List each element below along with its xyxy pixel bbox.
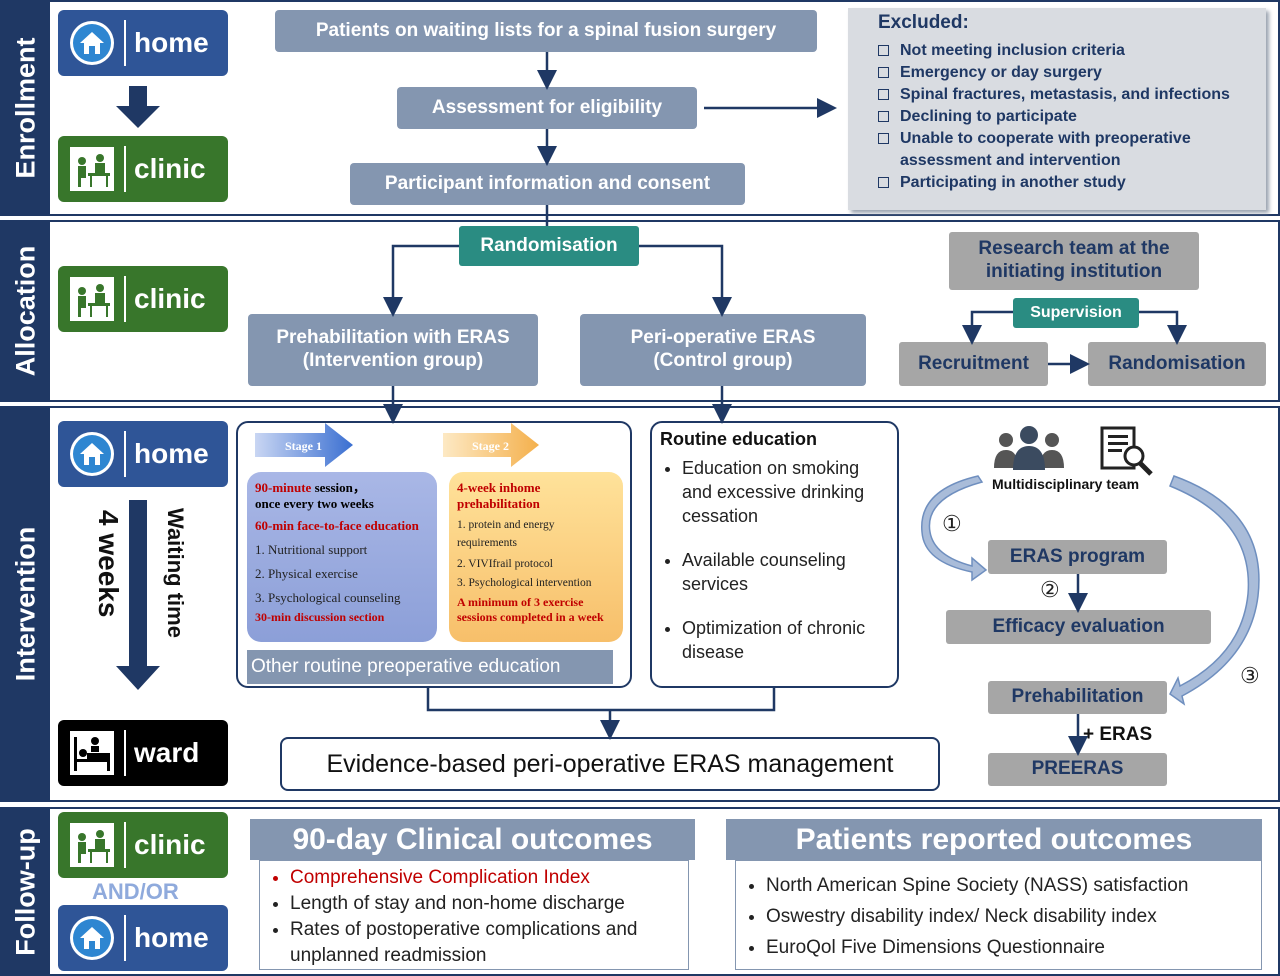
- s1-subtitle: 60-min face-to-face education: [255, 518, 419, 533]
- document-search-icon: [1100, 426, 1153, 476]
- routine-education-panel: Routine education Education on smoking a…: [650, 421, 899, 688]
- hospital-bed-icon: [70, 731, 114, 775]
- s1-footer: 30-min discussion section: [255, 610, 385, 624]
- s1-item: 1. Nutritional support: [255, 542, 368, 557]
- assessment-box: Assessment for eligibility: [397, 87, 697, 129]
- followup-label-bar: Follow-up: [2, 809, 50, 974]
- clinical-item: Length of stay and non-home discharge: [290, 891, 688, 917]
- clinical-item: Rates of postoperative complications and…: [290, 917, 688, 969]
- waiting-time-label: Waiting time: [163, 508, 188, 638]
- s1-item: 2. Physical exercise: [255, 566, 358, 581]
- house-icon: [70, 916, 114, 960]
- arrow-right-icon: [255, 423, 353, 467]
- clinic-text: clinic: [134, 283, 206, 314]
- home-text: home: [134, 27, 209, 58]
- intervention-label-bar: Intervention: [2, 408, 50, 800]
- step1-marker: ①: [942, 511, 962, 536]
- ward-text: ward: [134, 737, 200, 768]
- house-icon: [70, 21, 114, 65]
- clinic-text: clinic: [134, 829, 206, 860]
- excluded-item: Emergency or day surgery: [878, 62, 1254, 84]
- excluded-item: Participating in another study: [878, 172, 1254, 194]
- s1-duration: 90-minute: [255, 480, 312, 495]
- step3-marker: ③: [1240, 663, 1260, 688]
- stage1-label: Stage 1: [285, 439, 322, 453]
- excluded-item: Not meeting inclusion criteria: [878, 40, 1254, 62]
- patient-item: North American Spine Society (NASS) sati…: [766, 873, 1261, 899]
- routine-item: Education on smoking and excessive drink…: [682, 456, 889, 528]
- stage2-label: Stage 2: [472, 439, 509, 453]
- waiting-time-arrow: [116, 500, 160, 690]
- home-text: home: [134, 438, 209, 469]
- s2-footer: A minimum of 3 exercise sessions complet…: [457, 595, 604, 624]
- patients-waiting-box: Patients on waiting lists for a spinal f…: [275, 10, 817, 52]
- routine-item: Optimization of chronic disease: [682, 616, 889, 664]
- randomisation2-box: Randomisation: [1088, 342, 1266, 386]
- recruitment-box: Recruitment: [899, 342, 1048, 386]
- enrollment-label-bar: Enrollment: [2, 2, 50, 214]
- patient-outcomes-box: North American Spine Society (NASS) sati…: [735, 860, 1262, 970]
- home-badge-intervention: home: [58, 421, 228, 487]
- clinical-outcomes-box: Comprehensive Complication Index Length …: [259, 860, 689, 970]
- clinical-item: Comprehensive Complication Index: [290, 865, 688, 891]
- prehab-box: Prehabilitation: [988, 681, 1167, 714]
- s1-session: session，: [311, 480, 366, 495]
- s1-item: 3. Psychological counseling: [255, 590, 401, 605]
- randomisation-box: Randomisation: [459, 226, 639, 266]
- excluded-item: Spinal fractures, metastasis, and infect…: [878, 84, 1254, 106]
- plus-eras-label: + ERAS: [1083, 724, 1153, 745]
- clinical-outcomes-header: 90-day Clinical outcomes: [250, 819, 695, 860]
- consent-box: Participant information and consent: [350, 163, 745, 205]
- allocation-label-bar: Allocation: [2, 222, 50, 400]
- routine-title: Routine education: [660, 429, 817, 449]
- clinic-badge-enrollment: clinic: [58, 136, 228, 202]
- home-badge-enrollment: home: [58, 10, 228, 76]
- s2-title: 4-week inhome prehabilitation: [457, 480, 541, 511]
- house-icon: [70, 432, 114, 476]
- excluded-title: Excluded:: [878, 12, 969, 33]
- excluded-panel: Excluded: Not meeting inclusion criteria…: [848, 8, 1266, 210]
- stage2-box: 4-week inhome prehabilitation 1. protein…: [449, 472, 623, 642]
- s1-frequency: once every two weeks: [255, 496, 374, 511]
- patient-outcomes-header: Patients reported outcomes: [726, 819, 1262, 860]
- routine-item: Available counseling services: [682, 548, 889, 596]
- control-group-box: Peri-operative ERAS (Control group): [580, 314, 866, 386]
- mdt-label: Multidisciplinary team: [992, 476, 1140, 492]
- and-or-label: AND/OR: [92, 879, 179, 904]
- efficacy-box: Efficacy evaluation: [946, 610, 1211, 644]
- arrow-right-icon: [443, 423, 539, 467]
- s2-item: 3. Psychological intervention: [457, 577, 592, 589]
- other-education-bar: Other routine preoperative education: [247, 650, 613, 684]
- clinic-text: clinic: [134, 153, 206, 184]
- patient-item: Oswestry disability index/ Neck disabili…: [766, 904, 1261, 930]
- step2-marker: ②: [1040, 577, 1060, 602]
- supervision-box: Supervision: [1013, 298, 1139, 328]
- home-badge-followup: home: [58, 905, 228, 971]
- four-weeks-label: 4 weeks: [93, 510, 124, 618]
- curved-arrows: [921, 475, 1260, 706]
- s2-item: 2. VIVIfrail protocol: [457, 558, 553, 570]
- team-icon: [994, 426, 1064, 470]
- research-team-box: Research team at the initiating institut…: [949, 232, 1199, 290]
- doctor-patient-icon: [70, 277, 114, 321]
- intervention-group-box: Prehabilitation with ERAS (Intervention …: [248, 314, 538, 386]
- preeras-box: PREERAS: [988, 753, 1167, 786]
- ward-badge: ward: [58, 720, 228, 786]
- down-arrow-enrollment: [116, 86, 160, 128]
- excluded-item: Declining to participate: [878, 106, 1254, 128]
- clinic-badge-allocation: clinic: [58, 266, 228, 332]
- clinic-badge-followup: clinic: [58, 812, 228, 878]
- excluded-item: Unable to cooperate with preoperative as…: [878, 128, 1254, 172]
- stage1-box: 90-minute session， once every two weeks …: [247, 472, 437, 642]
- eras-program-box: ERAS program: [988, 540, 1167, 574]
- patient-item: EuroQol Five Dimensions Questionnaire: [766, 935, 1261, 961]
- home-text: home: [134, 922, 209, 953]
- doctor-patient-icon: [70, 823, 114, 867]
- s2-item: 1. protein and energy requirements: [457, 519, 555, 549]
- doctor-patient-icon: [70, 147, 114, 191]
